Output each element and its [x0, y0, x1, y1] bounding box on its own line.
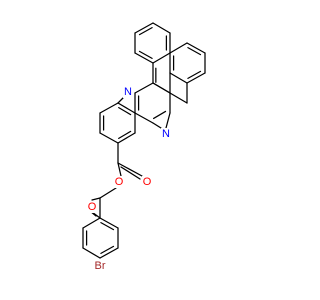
bromine-label: Br	[95, 260, 106, 272]
pyrazine-double-bond	[152, 110, 167, 120]
atom-label-layer: N N O O O Br	[87, 86, 171, 272]
bromophenyl-ring-double-bond	[100, 245, 115, 255]
nitrogen-top-label: N	[124, 86, 132, 98]
ch2-bond	[91, 197, 101, 201]
benzo-ring-left-double-bond	[138, 50, 153, 60]
benzo-ring-right-bond	[186, 42, 206, 54]
central-bond	[169, 92, 188, 104]
benzo-ring-left-bond	[152, 52, 171, 64]
ketone-oxygen-label: O	[88, 201, 97, 213]
carbonyl-c-to-o	[117, 162, 143, 177]
structure-diagram: N N O O O Br	[82, 22, 206, 272]
pyrazine-bond	[152, 122, 162, 129]
phenazine-benzo-ring-double-bond	[118, 130, 132, 140]
benzo-ring-right-bond	[186, 72, 206, 84]
pyrazine-bond	[134, 112, 154, 124]
carbonyl-c-to-ester-o	[117, 162, 122, 177]
carbonyl-oxygen-label: O	[143, 176, 152, 188]
bromine-bg	[91, 260, 109, 272]
carbonyl-double-bond	[120, 166, 141, 180]
n-bottom-bg	[161, 128, 171, 140]
benzo-ring-left-bond	[134, 22, 154, 34]
bromophenyl-ring-bond	[99, 247, 119, 259]
o-carbonyl-bg	[142, 176, 152, 188]
bromophenyl-ring-bond	[99, 217, 119, 229]
phenazine-benzo-ring-double-bond	[118, 106, 132, 116]
o-ketone-bg	[87, 201, 97, 213]
benzo-ring-right-double-bond	[187, 70, 202, 80]
ester-o-to-ch2	[99, 187, 117, 199]
pyrazine-bond	[134, 82, 154, 94]
o-ester-bg	[114, 176, 124, 188]
phenazine-benzo-ring-bond	[99, 102, 119, 114]
bromophenyl-ring-double-bond	[100, 221, 115, 231]
phenazine-benzo-ring-bond	[117, 132, 136, 144]
bond-layer	[82, 22, 206, 259]
phenazine-benzo-ring-bond	[117, 102, 136, 114]
benzo-ring-right-bond	[169, 42, 188, 54]
molecule-canvas: N N O O O Br	[82, 22, 206, 272]
benzo-ring-left-double-bond	[138, 26, 153, 36]
benzo-ring-left-bond	[152, 22, 171, 34]
pyrazine-bond	[152, 82, 171, 94]
n-top-bg	[123, 86, 133, 98]
benzo-ring-right-double-bond	[187, 46, 202, 56]
ester-oxygen-label: O	[115, 176, 124, 188]
bromophenyl-ring-bond	[82, 217, 101, 229]
bond	[117, 97, 124, 104]
nitrogen-bottom-label: N	[162, 128, 170, 140]
pyrazine-bond	[165, 112, 171, 129]
benzo-ring-right-bond	[169, 72, 188, 84]
benzo-ring-left-bond	[134, 52, 154, 64]
phenazine-benzo-ring-bond	[99, 132, 119, 144]
bromophenyl-ring-bond	[82, 247, 101, 259]
